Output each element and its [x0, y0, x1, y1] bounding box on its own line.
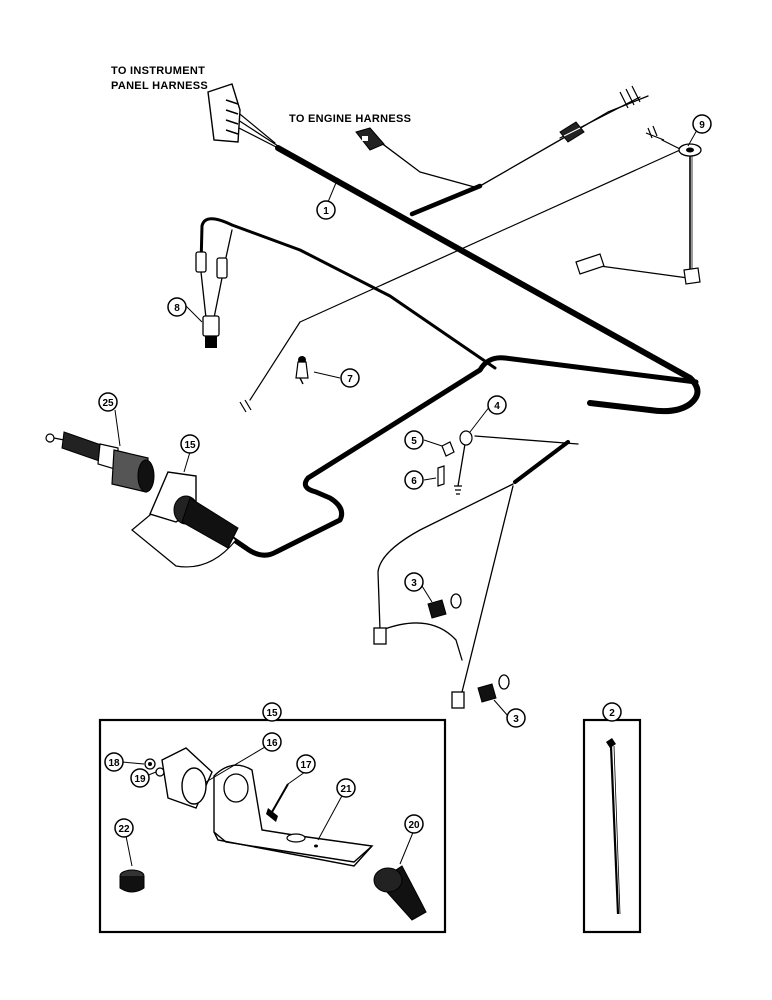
- trailer-socket: [131, 471, 239, 568]
- instrument-panel-connector: [207, 83, 241, 143]
- callout-5: 5: [404, 430, 424, 450]
- callout-4: 4: [487, 395, 507, 415]
- callout-18-text: 18: [108, 758, 120, 769]
- callout-8-text: 8: [174, 303, 180, 314]
- engine-harness-label: TO ENGINE HARNESS: [289, 113, 412, 125]
- callout-15-main-text: 15: [184, 440, 196, 451]
- callout-1: 1: [316, 200, 336, 220]
- callout-9-text: 9: [699, 120, 705, 131]
- callout-20-text: 20: [408, 820, 420, 831]
- ground-symbol-top: [619, 85, 641, 109]
- callout-17: 17: [296, 754, 316, 774]
- loop-harness: [202, 355, 699, 558]
- callout-7-text: 7: [347, 374, 353, 385]
- callout-15-main: 15: [180, 434, 200, 454]
- pressure-switch-upper: [373, 593, 462, 645]
- callout-2: 2: [602, 702, 622, 722]
- callout-18: 18: [104, 752, 124, 772]
- switch-assembly: [195, 251, 228, 348]
- callout-21: 21: [336, 778, 356, 798]
- instrument-panel-label-line2: PANEL HARNESS: [111, 80, 209, 92]
- callout-17-text: 17: [300, 760, 312, 771]
- callout-7: 7: [340, 368, 360, 388]
- callout-25: 25: [98, 392, 118, 412]
- inline-connector: [559, 121, 585, 143]
- ground-symbol-item9: [645, 125, 665, 141]
- callout-16: 16: [262, 732, 282, 752]
- callout-6-text: 6: [411, 476, 417, 487]
- callout-19: 19: [130, 768, 150, 788]
- callout-1-text: 1: [323, 206, 329, 217]
- callout-3-upper-text: 3: [411, 578, 417, 589]
- engine-harness-connector: [355, 127, 385, 151]
- callout-9: 9: [692, 114, 712, 134]
- harness-wires: [199, 95, 701, 693]
- callout-15-detail-text: 15: [266, 708, 278, 719]
- callout-19-text: 19: [134, 774, 146, 785]
- callout-22-text: 22: [118, 824, 130, 835]
- small-parts-4-5-6: [437, 430, 473, 495]
- leader-lines: [114, 129, 698, 867]
- fuel-sender: [575, 143, 702, 285]
- detail-box-cable-tie: [582, 718, 642, 934]
- instrument-panel-label-line1: TO INSTRUMENT: [111, 65, 206, 77]
- callout-21-text: 21: [340, 784, 352, 795]
- callout-20: 20: [404, 814, 424, 834]
- trailer-plug: [45, 431, 155, 493]
- callout-22: 22: [114, 818, 134, 838]
- main-trunk: [275, 145, 701, 415]
- callout-3-lower: 3: [506, 708, 526, 728]
- callout-4-text: 4: [494, 401, 500, 412]
- temperature-sender: [239, 356, 309, 413]
- pressure-switch-lower: [451, 674, 510, 709]
- callout-16-text: 16: [266, 738, 278, 749]
- callout-2-text: 2: [609, 708, 615, 719]
- callout-5-text: 5: [411, 436, 417, 447]
- callout-25-text: 25: [102, 398, 114, 409]
- callout-8: 8: [167, 297, 187, 317]
- callout-3-lower-text: 3: [513, 714, 519, 725]
- callout-3-upper: 3: [404, 572, 424, 592]
- callout-15-detail: 15: [262, 702, 282, 722]
- callout-6: 6: [404, 470, 424, 490]
- detail-box-socket-parts: [98, 718, 447, 934]
